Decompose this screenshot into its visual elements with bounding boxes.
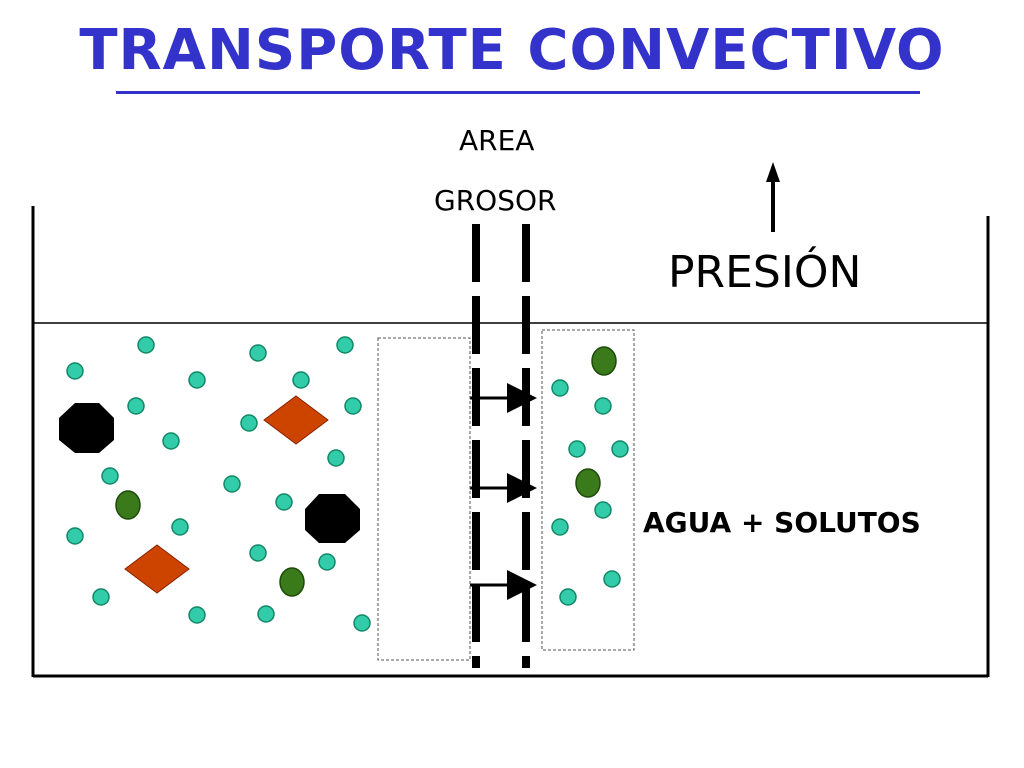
medium-solutes <box>115 346 617 597</box>
large-solute-octagon <box>59 403 114 453</box>
title-underline <box>116 91 920 94</box>
diagram-title: TRANSPORTE CONVECTIVO <box>79 18 945 83</box>
agua-solutos-label: AGUA + SOLUTOS <box>643 506 921 539</box>
diamond-solute <box>263 395 329 445</box>
right-boundary-layer-box <box>541 329 635 651</box>
presion-label: PRESIÓN <box>668 247 862 298</box>
grosor-label: GROSOR <box>434 184 557 217</box>
large-solute-octagon <box>305 494 360 543</box>
area-label: AREA <box>459 124 535 157</box>
small-solutes <box>66 336 629 632</box>
pressure-arrow <box>766 162 780 232</box>
left-boundary-layer-box <box>377 337 471 661</box>
diamond-solute <box>124 544 190 594</box>
